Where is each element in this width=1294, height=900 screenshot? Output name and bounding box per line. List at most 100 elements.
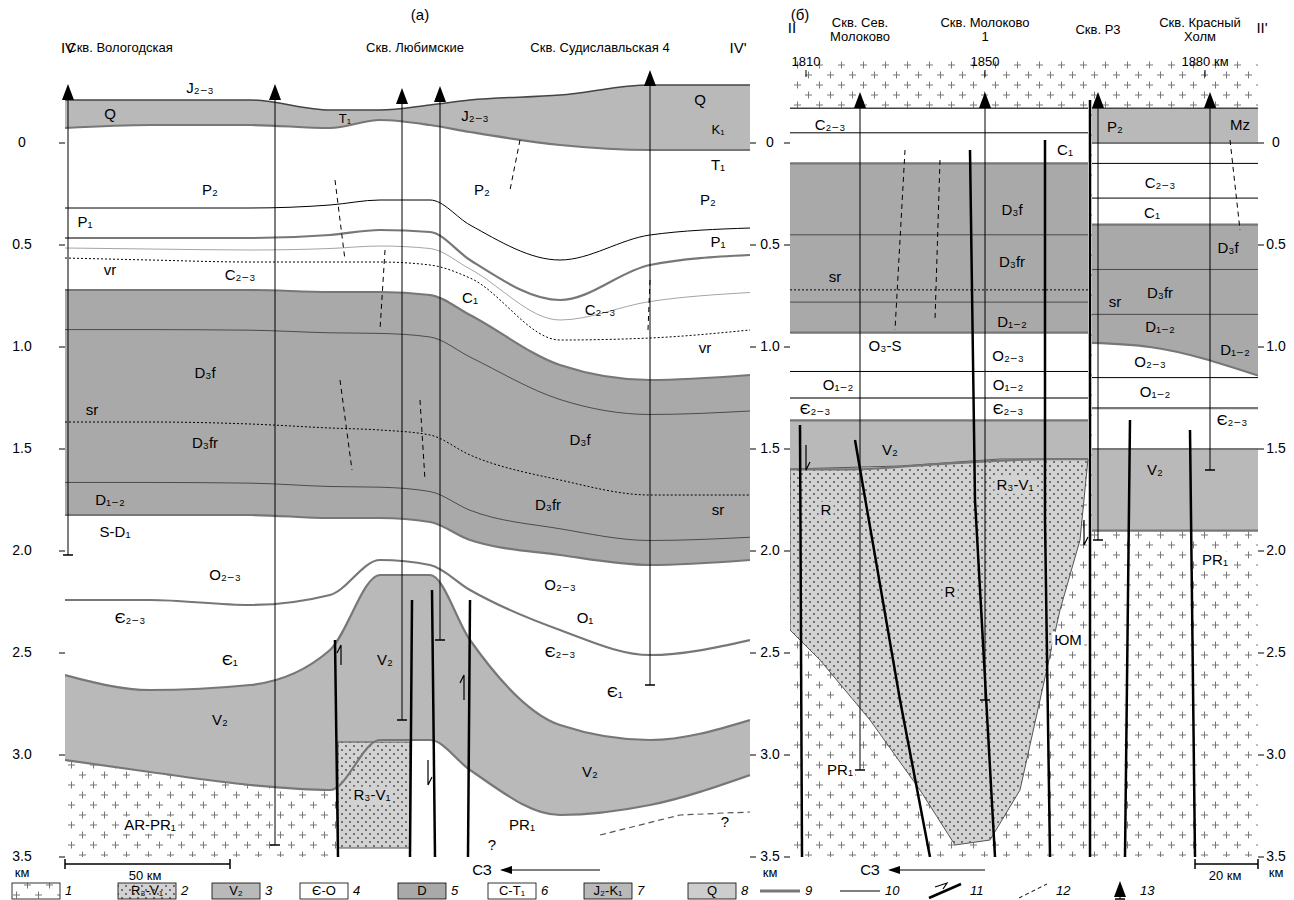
axis-label: 1.0: [12, 339, 31, 354]
fault-line: [855, 440, 930, 857]
borehole-bottom: [63, 554, 73, 556]
map-label: P₂: [202, 182, 218, 199]
borehole-bottom: [855, 769, 865, 771]
legend-sample: [935, 883, 947, 889]
map-label: V₂: [377, 652, 393, 669]
axis-tick: [1258, 143, 1264, 144]
fault-dashed: [510, 140, 520, 190]
legend-number: 8: [741, 884, 748, 898]
borehole-bottom: [270, 844, 280, 846]
layer-boundary: [1092, 198, 1258, 199]
axis-tick: [784, 449, 790, 450]
map-label: 50 км: [129, 869, 162, 883]
fault-line: [1125, 420, 1130, 857]
map-label: Скв. Красный Холм: [1157, 16, 1243, 45]
axis-tick: [750, 143, 756, 144]
axis-label: 2.5: [760, 645, 779, 660]
basement-crystalline: [790, 60, 1258, 857]
map-label: V₂: [882, 442, 898, 459]
axis-label: 3.5: [760, 849, 779, 864]
layer-boundary: [65, 290, 750, 380]
fault-dashed: [895, 150, 905, 330]
fault-arrow: [337, 645, 341, 665]
borehole: [68, 100, 69, 555]
map-label: D₃fr: [1147, 285, 1173, 302]
axis-tick: [750, 449, 756, 450]
fault-line: [1190, 430, 1195, 857]
map-label: T₁: [339, 112, 351, 126]
legend-swatch: [688, 883, 736, 899]
borehole-bottom: [980, 699, 990, 701]
section-b: [790, 60, 1258, 857]
map-label: II: [788, 20, 796, 37]
map-label: C₁: [1057, 142, 1073, 159]
map-label: sr: [1109, 294, 1122, 311]
legend-sample: [760, 890, 800, 893]
map-label: 1810: [792, 55, 821, 69]
layer-boundary: [1092, 529, 1258, 531]
map-label: C₂₋₃: [585, 302, 616, 319]
borehole-bottom: [645, 684, 655, 686]
fault-arrow: [460, 675, 464, 700]
axis-label: 3.0: [1266, 747, 1285, 762]
map-label: (а): [411, 7, 429, 24]
ground-surface: [790, 108, 1088, 110]
fault-arrow: [806, 445, 810, 470]
fault-line: [335, 640, 338, 857]
map-label: O₃-S: [869, 338, 902, 355]
map-label: sr: [712, 502, 725, 519]
axis-tick: [750, 245, 756, 246]
map-label: R: [943, 584, 958, 601]
map-label: O₂₋₃: [209, 567, 241, 584]
axis-tick: [59, 857, 65, 858]
borehole-symbol: [434, 86, 446, 102]
borehole-bottom: [1115, 898, 1125, 900]
wells-b: [854, 92, 1216, 770]
map-label: K₁: [711, 123, 724, 137]
axis-tick: [59, 653, 65, 654]
map-label: R₃-V₁: [994, 477, 1035, 494]
borehole-symbol: [1204, 92, 1216, 108]
map-label: C₁: [1144, 205, 1160, 222]
boundary-dashed: [600, 812, 750, 835]
map-label: O₁₋₂: [1140, 384, 1170, 401]
map-label: O₂₋₃: [544, 577, 576, 594]
map-label: Скв. Любимские: [366, 41, 464, 55]
legend-number: 1: [65, 884, 72, 898]
map-label: J₂₋₃: [461, 108, 488, 125]
map-label: Скв. Молоково 1: [940, 16, 1030, 45]
map-label: D₃f: [569, 432, 590, 449]
section-a: [65, 60, 750, 857]
axis-tick: [784, 143, 790, 144]
axis-tick: [1258, 857, 1264, 858]
legend-number: 6: [541, 884, 548, 898]
layer-boundary: [65, 258, 750, 340]
legend-swatch: [584, 883, 632, 899]
map-label: D₁₋₂: [1220, 342, 1250, 359]
layer-band: [1092, 108, 1258, 143]
legend-number: 11: [970, 884, 984, 898]
layer-band: [65, 85, 750, 815]
layer-boundary: [1092, 269, 1258, 270]
axis-label: 2.5: [1266, 645, 1285, 660]
legend-number: 9: [805, 884, 812, 898]
legend-label: Є-O: [312, 884, 336, 898]
fault-dashed: [935, 160, 940, 320]
borehole: [1098, 108, 1099, 540]
axis-label: 0.5: [1266, 237, 1285, 252]
borehole: [1210, 108, 1211, 470]
axis-label: км: [763, 866, 778, 880]
axis-label: 3.0: [12, 747, 31, 762]
borehole: [402, 104, 403, 720]
axis-label: 0.5: [760, 237, 779, 252]
map-label: Є₁: [607, 684, 623, 701]
legend-sample: [118, 883, 176, 899]
borehole-symbol: [1114, 881, 1126, 897]
map-label: vr: [699, 340, 712, 357]
map-label: R: [819, 502, 834, 519]
map-label: C₂₋₃: [225, 267, 256, 284]
legend-number: 10: [885, 884, 899, 898]
axis-label: км: [1269, 866, 1284, 880]
map-label: C₂₋₃: [1145, 175, 1176, 192]
layer-band: [65, 85, 750, 150]
